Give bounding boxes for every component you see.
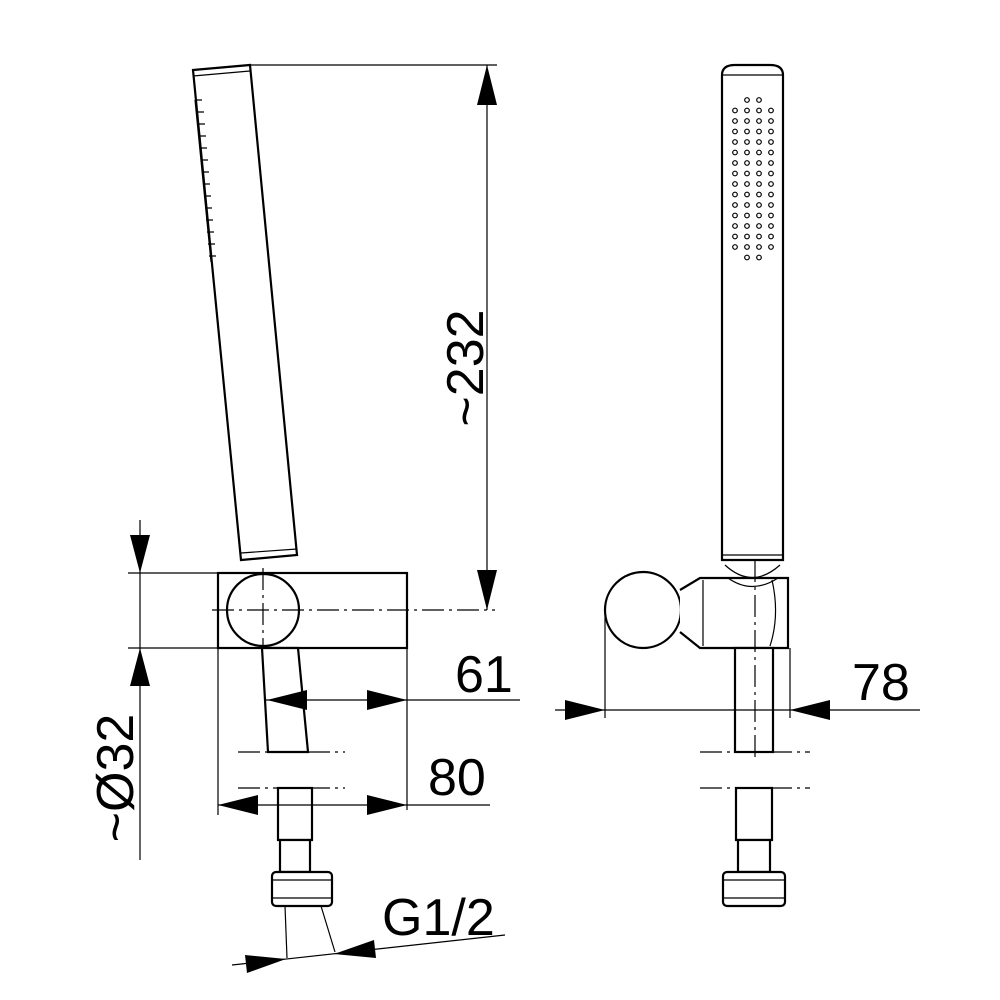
hose-connector-front	[733, 646, 775, 754]
nozzle-dot	[768, 212, 774, 219]
nozzle-dot	[768, 170, 774, 177]
nozzle-dot	[756, 181, 762, 187]
nozzle-dot	[756, 170, 762, 177]
nozzle-dot	[768, 128, 774, 135]
nozzle-dot	[732, 107, 738, 114]
nozzle-dot	[744, 181, 750, 187]
nozzle-dot	[768, 149, 774, 156]
nozzle-dot	[768, 202, 774, 208]
nozzle-dot	[768, 118, 774, 124]
nozzle-dot	[768, 233, 774, 240]
nozzle-dot	[756, 202, 762, 208]
nozzle-dot	[768, 223, 774, 229]
bracket-length-dimension-label: 80	[428, 749, 486, 807]
nozzle-dot	[756, 233, 762, 240]
nozzle-dot	[756, 212, 762, 219]
nozzle-dot	[756, 118, 762, 124]
nozzle-dot	[744, 244, 750, 250]
width-dimension-label: 78	[852, 654, 910, 712]
nozzle-dot	[744, 107, 750, 114]
nozzle-dot	[756, 128, 762, 135]
swivel-joint-front	[603, 570, 683, 650]
nozzle-dot	[732, 244, 738, 250]
hose-end	[270, 786, 336, 959]
nozzle-dot	[768, 160, 774, 166]
nozzle-dot	[732, 118, 738, 124]
diameter-dimension-label: ~Ø32	[87, 714, 145, 843]
nozzle-dot	[744, 223, 750, 229]
nozzle-dot	[768, 181, 774, 187]
nozzle-dot	[756, 97, 762, 103]
nozzle-dot	[756, 191, 762, 198]
nozzle-dot	[756, 223, 762, 229]
nozzle-dot	[732, 149, 738, 156]
nozzle-dot	[768, 139, 774, 145]
spray-nozzles	[194, 99, 216, 263]
nozzle-dot	[768, 191, 774, 198]
nozzle-dot	[732, 191, 738, 198]
nozzle-dot	[744, 170, 750, 177]
hand-shower-handle-front	[720, 63, 785, 562]
nozzle-dot	[744, 149, 750, 156]
nozzle-dot	[744, 128, 750, 135]
nozzle-dot	[744, 212, 750, 219]
nozzle-dot	[756, 139, 762, 145]
nozzle-dot	[744, 118, 750, 124]
height-dimension-label: ~232	[437, 309, 495, 426]
nozzle-dot	[744, 233, 750, 240]
hand-shower-handle	[191, 63, 299, 562]
spray-nozzle-grid	[732, 97, 774, 261]
nozzle-dot	[732, 223, 738, 229]
nozzle-dot	[732, 160, 738, 166]
nozzle-dot	[744, 202, 750, 208]
nozzle-dot	[732, 139, 738, 145]
nozzle-dot	[744, 191, 750, 198]
thread-dimension-label: G1/2	[382, 889, 495, 947]
nozzle-dot	[756, 244, 762, 250]
nozzle-dot	[744, 254, 750, 261]
nozzle-dot	[756, 107, 762, 114]
nozzle-dot	[744, 139, 750, 145]
nozzle-dot	[756, 149, 762, 156]
nozzle-dot	[732, 128, 738, 135]
nozzle-dot	[732, 202, 738, 208]
nozzle-dot	[732, 181, 738, 187]
depth-dimension-label: 61	[455, 646, 513, 704]
nozzle-dot	[768, 244, 774, 250]
nozzle-dot	[732, 170, 738, 177]
front-view: 78	[555, 63, 920, 908]
nozzle-dot	[744, 97, 750, 103]
nozzle-dot	[768, 107, 774, 114]
nozzle-dot	[756, 254, 762, 261]
nozzle-dot	[732, 212, 738, 219]
hose-end-front	[721, 786, 787, 908]
nozzle-dot	[756, 160, 762, 166]
nozzle-dot	[744, 160, 750, 166]
nozzle-dot	[732, 233, 738, 240]
side-view: ~232 ~Ø32 61 80 G1/2	[87, 63, 520, 973]
wall-bracket-front	[679, 576, 790, 650]
